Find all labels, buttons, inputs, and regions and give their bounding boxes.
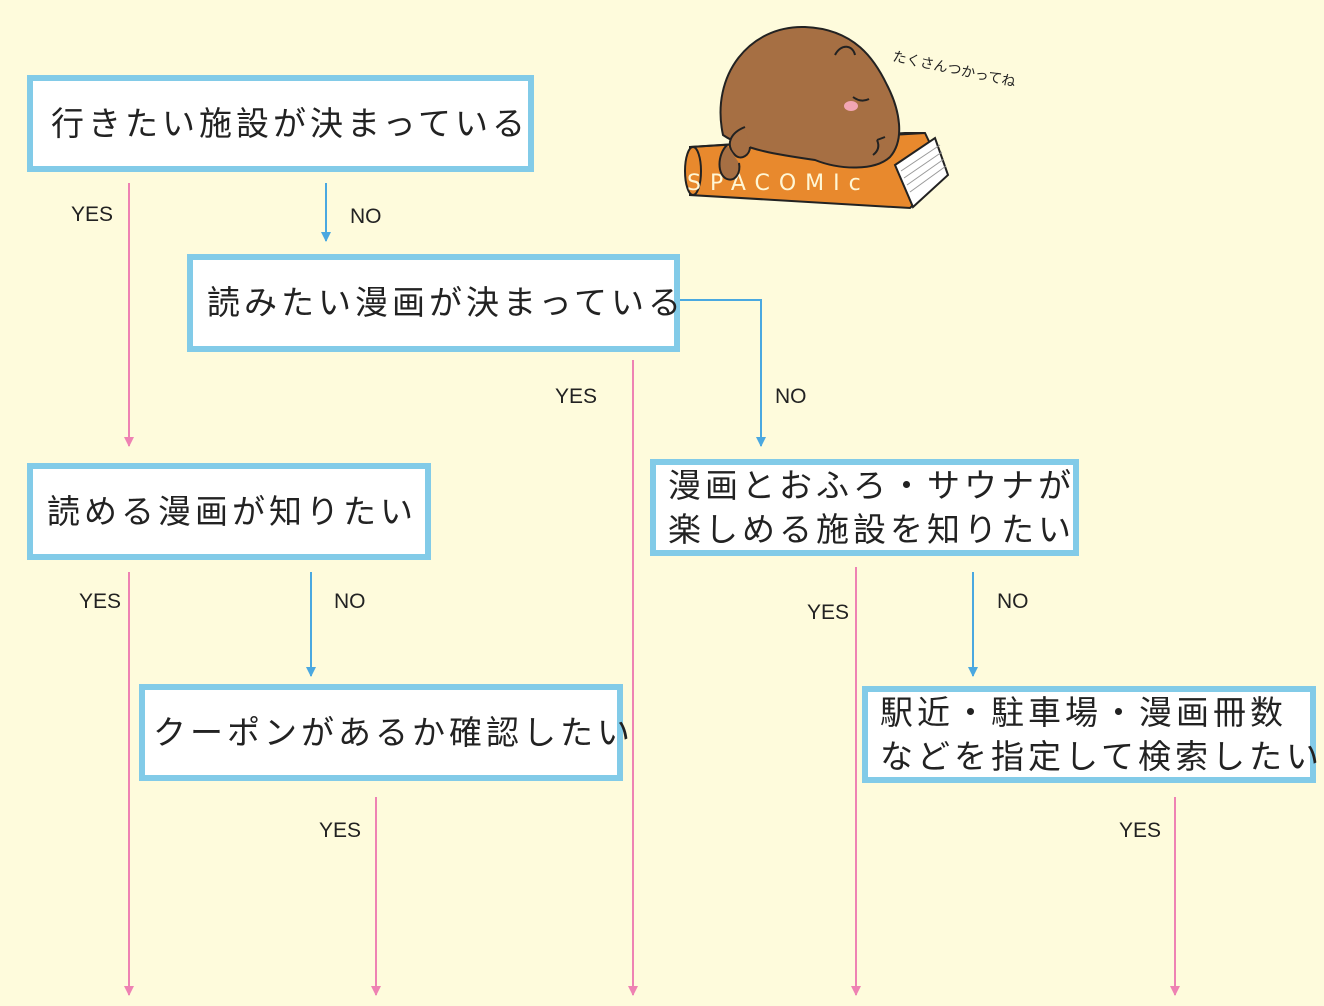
node-text: 読める漫画が知りたい: [47, 491, 417, 531]
node-text: 読みたい漫画が決まっている: [207, 283, 686, 322]
label-yes: YES: [807, 601, 850, 624]
capybara-on-book-illustration: SPACOMIc: [684, 25, 950, 210]
node-bath-sauna-facility: 漫画とおふろ・サウナが 楽しめる施設を知りたい: [650, 459, 1079, 556]
book-title: SPACOMIc: [687, 171, 870, 196]
node-condition-search: 駅近・駐車場・漫画冊数 などを指定して検索したい: [862, 686, 1324, 783]
node-text-line-2: 楽しめる施設を知りたい: [668, 509, 1075, 549]
label-yes: YES: [555, 385, 598, 408]
label-yes: YES: [319, 819, 362, 842]
label-yes: YES: [1119, 819, 1162, 842]
node-text: クーポンがあるか確認したい: [153, 712, 634, 752]
node-readable-manga: 読める漫画が知りたい: [27, 463, 431, 560]
label-no: NO: [334, 590, 366, 613]
node-text: 行きたい施設が決まっている: [51, 103, 530, 143]
node-coupon-check: クーポンがあるか確認したい: [139, 684, 634, 781]
node-text-line-1: 駅近・駐車場・漫画冊数: [880, 692, 1287, 732]
capybara: [718, 25, 901, 181]
node-manga-decided: 読みたい漫画が決まっている: [187, 254, 686, 352]
node-text-line-1: 漫画とおふろ・サウナが: [668, 465, 1075, 505]
label-no: NO: [997, 590, 1029, 613]
label-yes: YES: [71, 203, 114, 226]
node-text-line-2: などを指定して検索したい: [880, 736, 1324, 776]
label-no: NO: [350, 205, 382, 228]
arrow-q2-no: [680, 299, 766, 447]
node-destination-decided: 行きたい施設が決まっている: [27, 75, 534, 172]
label-yes: YES: [79, 590, 122, 613]
label-no: NO: [775, 385, 807, 408]
